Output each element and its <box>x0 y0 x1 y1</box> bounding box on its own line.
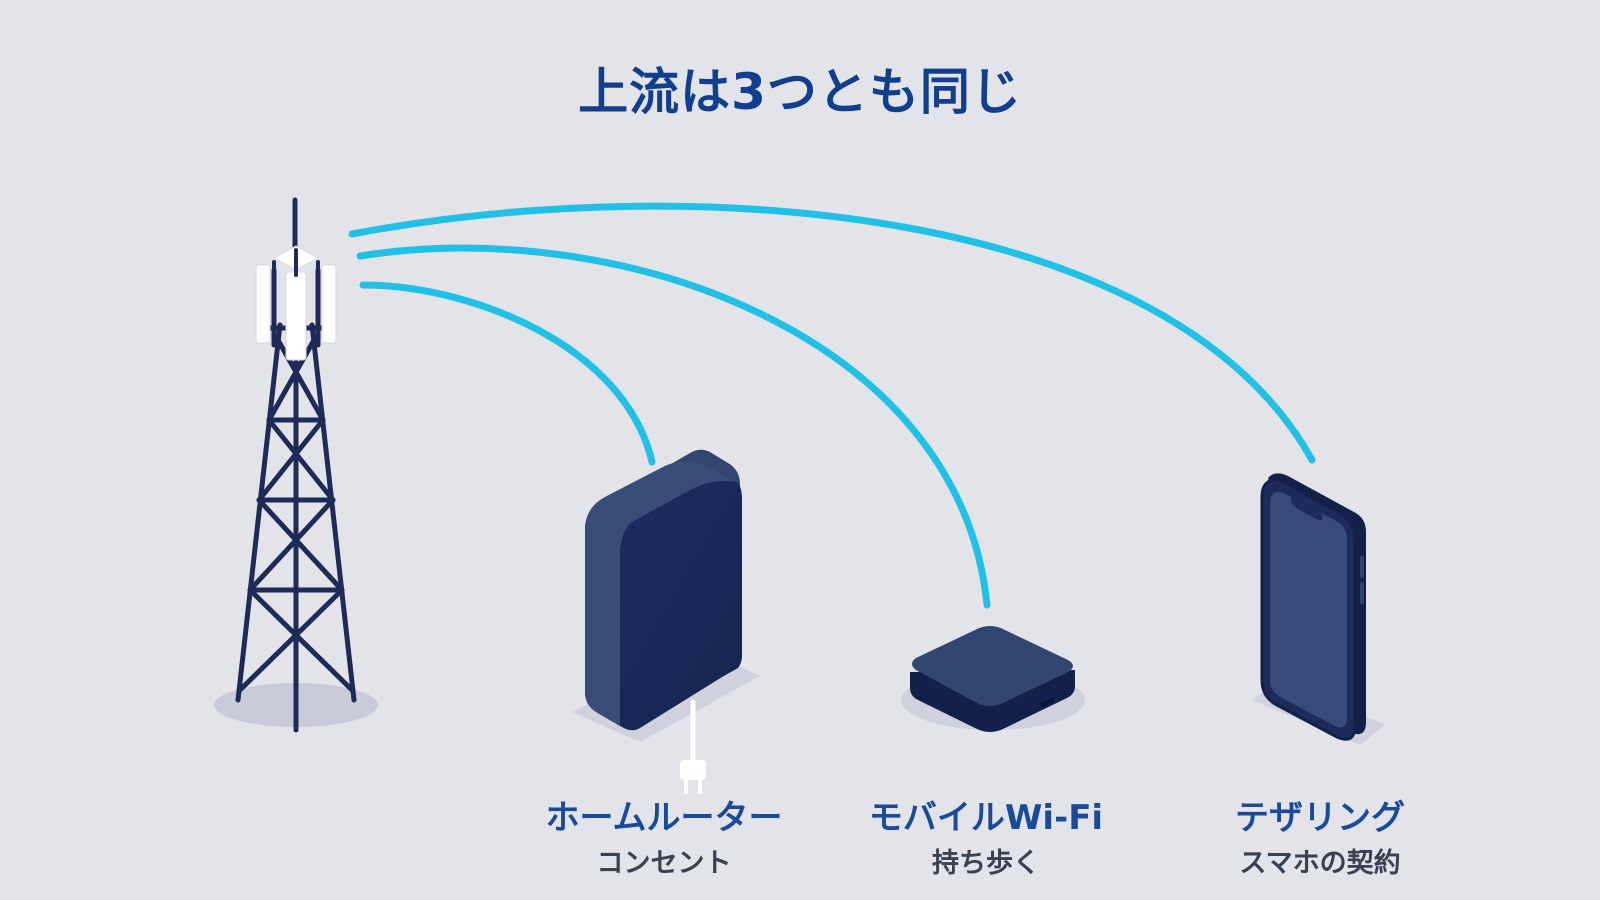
edge-tower-home-router <box>359 281 656 466</box>
edge-tower-mobile-wifi <box>356 244 991 609</box>
home-router-name: ホームルーター <box>545 798 783 838</box>
edge-tower-tethering <box>348 202 1316 464</box>
smartphone-icon <box>1252 473 1385 745</box>
cell-tower-icon <box>214 197 378 733</box>
diagram-title: 上流は3つとも同じ <box>578 63 1022 121</box>
tethering-sub: スマホの契約 <box>1239 848 1401 879</box>
mobile-wifi-icon <box>901 626 1085 732</box>
mobile-wifi-label: モバイルWi-Fi 持ち歩く <box>836 798 1136 880</box>
mobile-wifi-name: モバイルWi-Fi <box>868 798 1104 838</box>
mobile-wifi-sub: 持ち歩く <box>932 848 1040 879</box>
home-router-label: ホームルーター コンセント <box>514 798 814 880</box>
tethering-name: テザリング <box>1235 798 1405 838</box>
home-router-icon <box>572 449 760 794</box>
signal-edges <box>348 202 1316 609</box>
tethering-label: テザリング スマホの契約 <box>1170 798 1470 880</box>
home-router-sub: コンセント <box>596 848 732 879</box>
